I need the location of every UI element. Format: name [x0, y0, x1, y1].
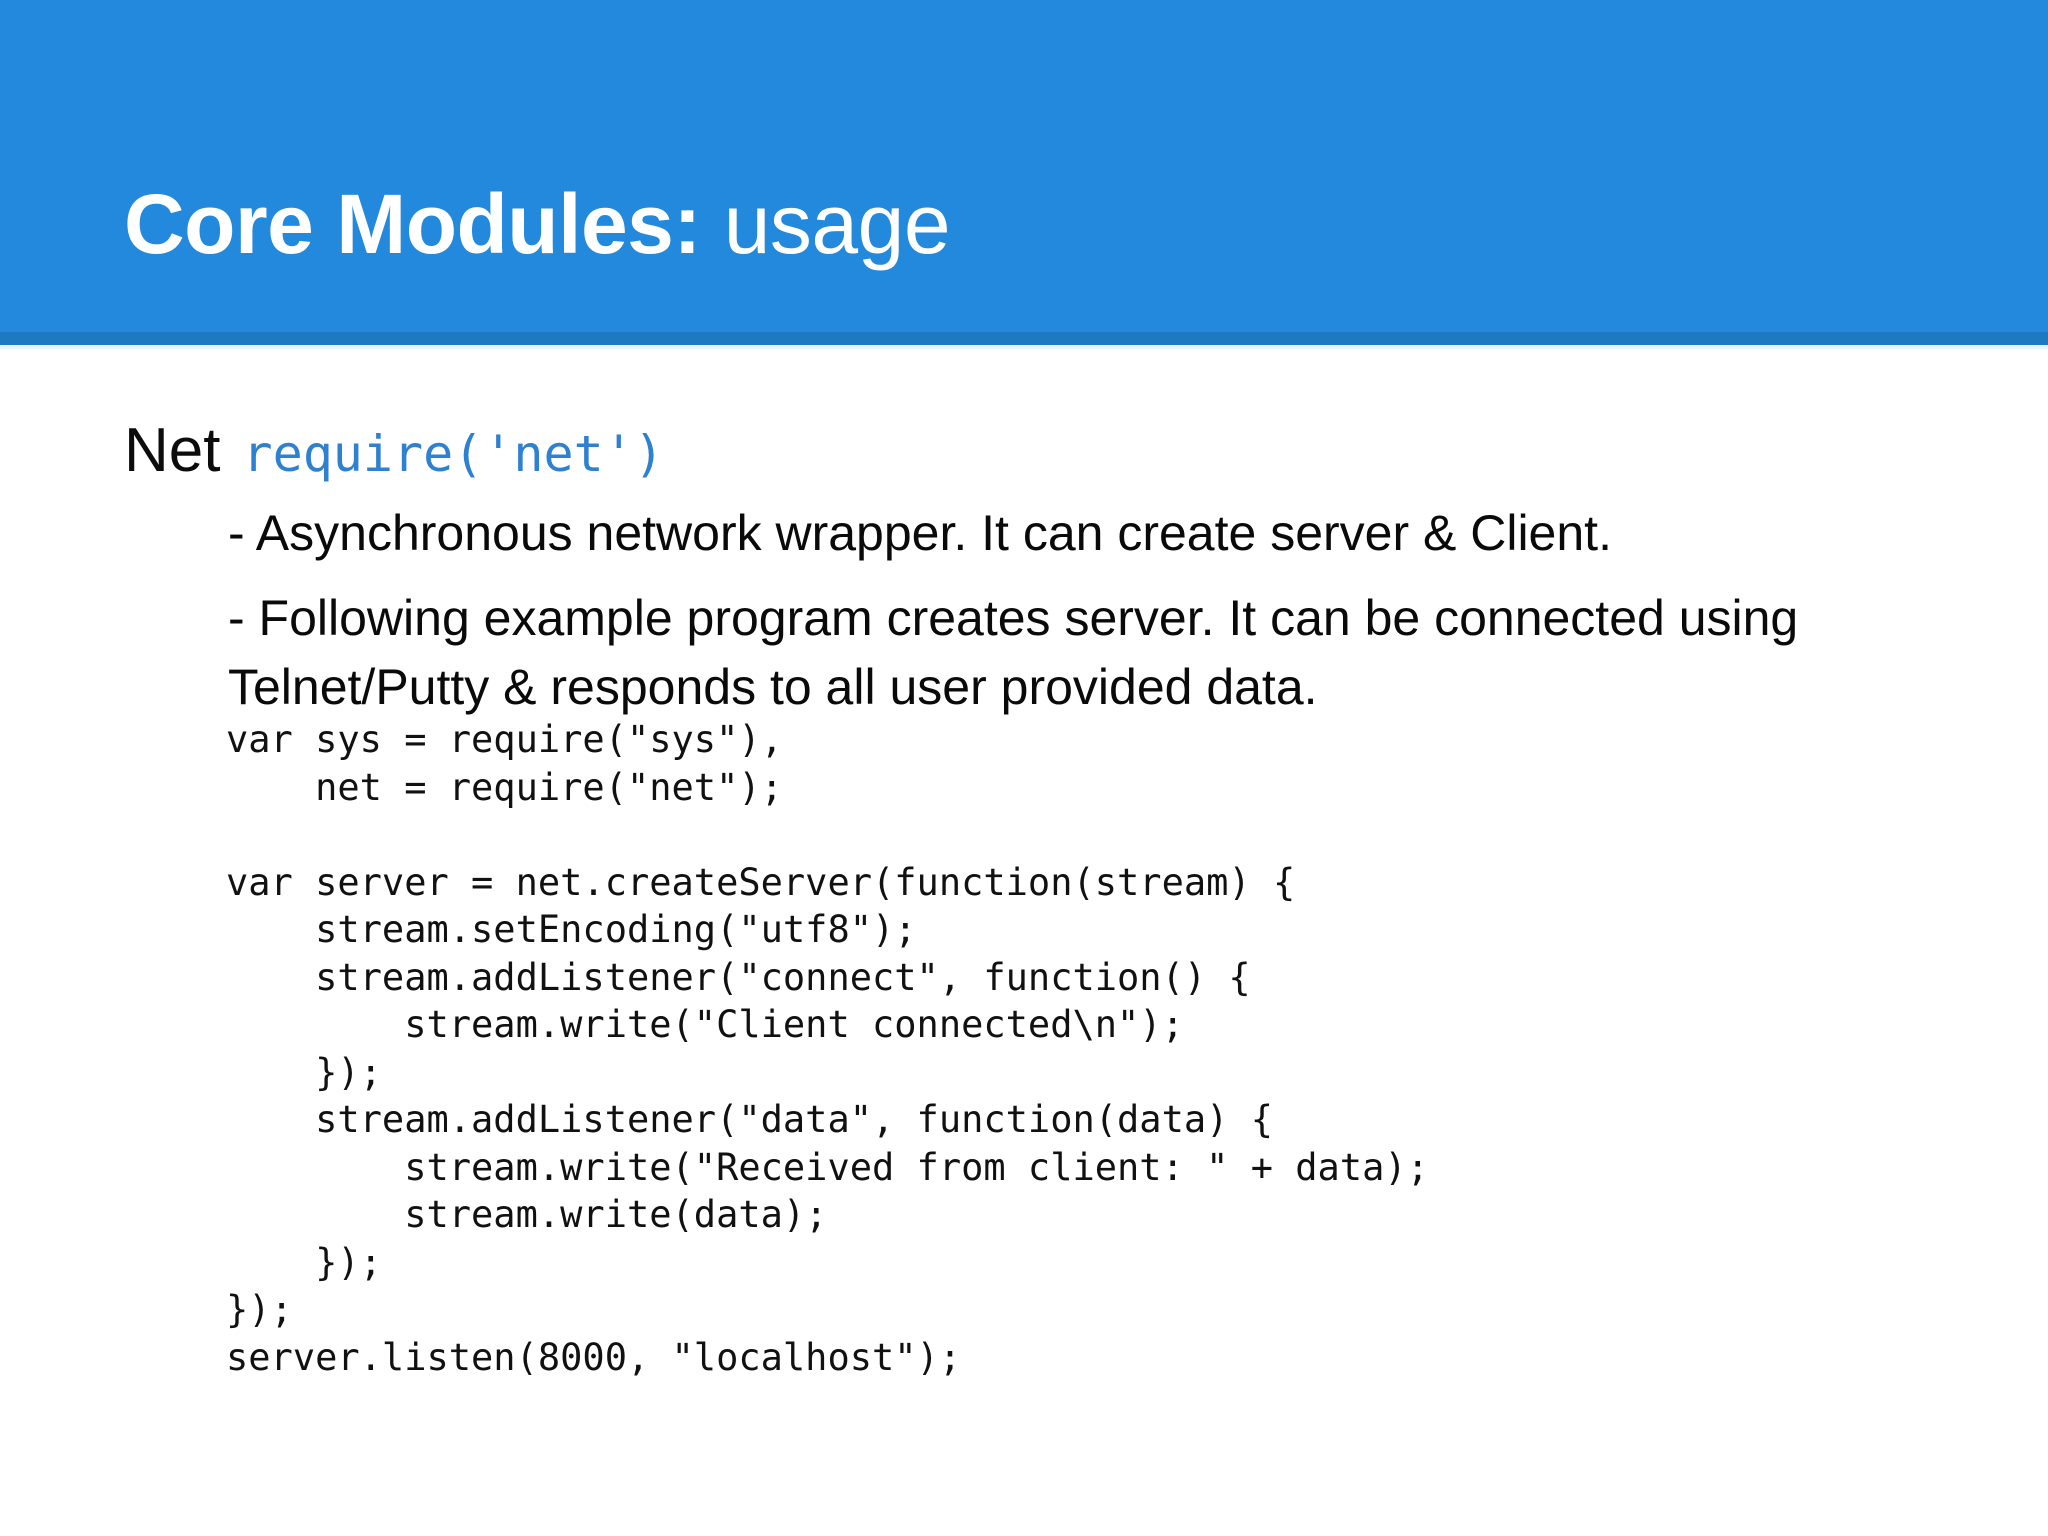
slide-body: Net require('net') - Asynchronous networ… — [0, 349, 2048, 1536]
bullet-item: - Asynchronous network wrapper. It can c… — [228, 505, 1612, 561]
slide-header-underline-highlight — [0, 345, 2048, 349]
slide-title-bold: Core Modules: — [124, 177, 701, 271]
slide-header-band — [0, 0, 2048, 332]
module-require-code: require('net') — [242, 425, 664, 483]
slide-title-light: usage — [723, 177, 951, 271]
bullet-item: - Following example program creates serv… — [228, 590, 1799, 715]
slide-title: Core Modules: usage — [124, 176, 951, 272]
module-heading: Net require('net') — [124, 416, 664, 489]
code-sample: var sys = require("sys"), net = require(… — [226, 718, 1429, 1379]
slide-header-underline — [0, 332, 2048, 345]
bullet-list: - Asynchronous network wrapper. It can c… — [228, 499, 1928, 738]
module-name-label: Net — [124, 416, 221, 485]
